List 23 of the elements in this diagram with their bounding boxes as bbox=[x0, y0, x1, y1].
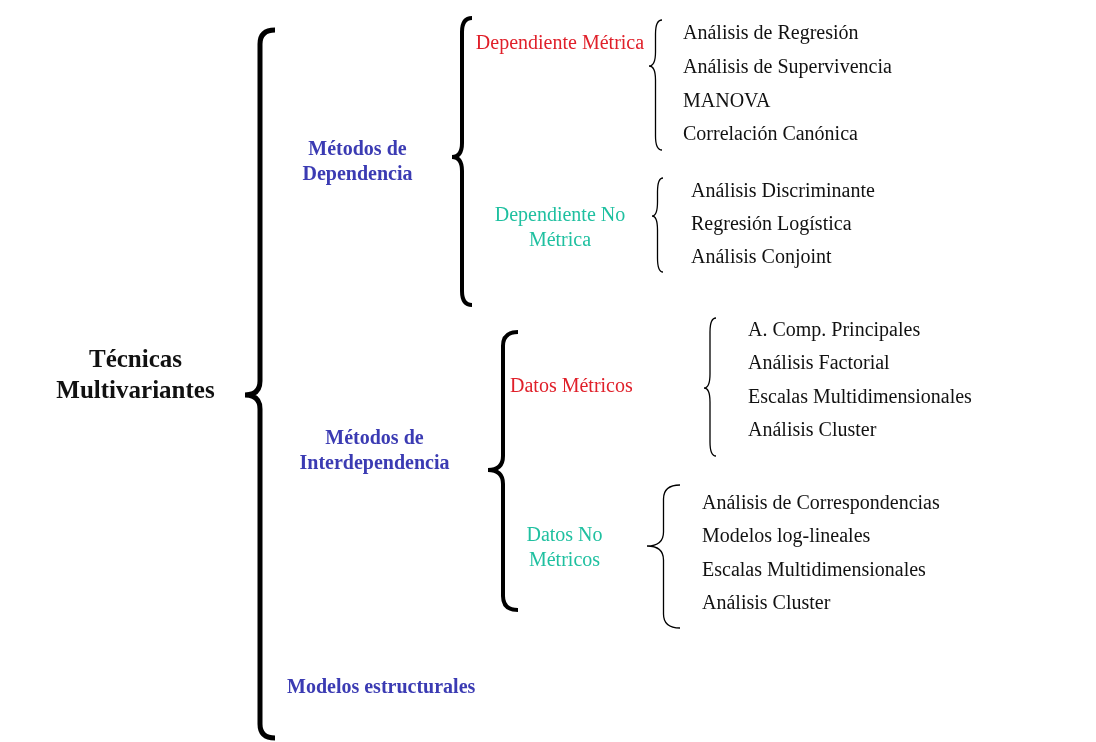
method-name: A. Comp. Principales bbox=[748, 317, 921, 342]
heading: Técnicas Multivariantes bbox=[55, 344, 216, 406]
method-name: Análisis Discriminante bbox=[691, 178, 875, 203]
method-name: Regresión Logística bbox=[691, 211, 852, 236]
method-name: Escalas Multidimensionales bbox=[748, 384, 972, 409]
method-name: Análisis Cluster bbox=[748, 417, 877, 442]
subcategory-label: Datos Métricos bbox=[510, 373, 633, 398]
method-name: Análisis de Regresión bbox=[683, 20, 859, 45]
method-name: MANOVA bbox=[683, 88, 771, 113]
method-name: Análisis Conjoint bbox=[691, 244, 832, 269]
method-name: Análisis Cluster bbox=[702, 590, 831, 615]
method-name: Análisis de Correspondencias bbox=[702, 490, 940, 515]
method-name: Análisis de Supervivencia bbox=[683, 54, 892, 79]
method-name: Modelos log-lineales bbox=[702, 523, 871, 548]
category-label: Métodos de Dependencia bbox=[301, 136, 414, 186]
subcategory-label: Dependiente Métrica bbox=[474, 30, 646, 55]
category-label: Métodos de Interdependencia bbox=[298, 425, 451, 475]
category-label: Modelos estructurales bbox=[287, 674, 476, 699]
method-name: Análisis Factorial bbox=[748, 350, 890, 375]
method-name: Correlación Canónica bbox=[683, 121, 858, 146]
subcategory-label: Dependiente No Métrica bbox=[493, 202, 627, 252]
subcategory-label: Datos No Métricos bbox=[525, 522, 604, 572]
method-name: Escalas Multidimensionales bbox=[702, 557, 926, 582]
